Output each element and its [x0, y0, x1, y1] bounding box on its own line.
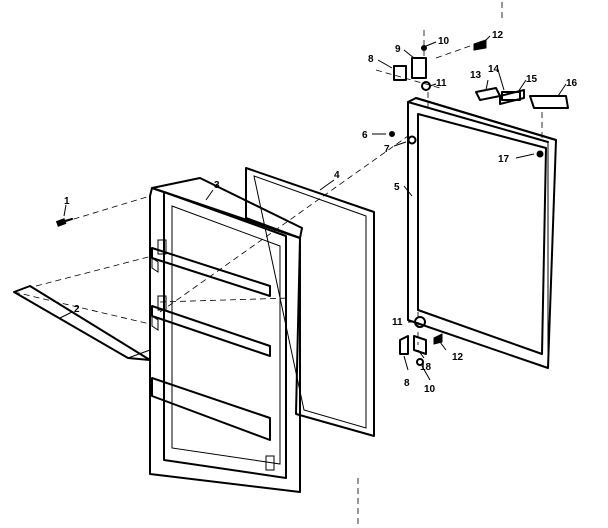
callout-14: 14	[488, 64, 500, 75]
callout-labels: 1 2 3 4 5 6 7 8 8 9 10 10 11 11 12 12 13…	[64, 30, 578, 395]
callout-8-top: 8	[368, 54, 374, 65]
callout-13: 13	[470, 70, 482, 81]
callout-11-top: 11	[436, 78, 447, 89]
part-11-bushing-bottom	[414, 316, 426, 328]
part-9-hinge	[411, 57, 427, 79]
part-16-cap	[529, 95, 569, 109]
callout-11-bottom: 11	[392, 317, 403, 328]
part-10-washer	[421, 45, 427, 51]
part-12-screw	[473, 39, 487, 51]
part-3-door-liner	[149, 177, 303, 493]
callout-18: 18	[420, 362, 432, 373]
callout-9: 9	[395, 44, 401, 55]
part-8-bracket-bottom	[399, 335, 409, 355]
callout-10-bottom: 10	[424, 384, 436, 395]
callout-1: 1	[64, 196, 70, 207]
part-4-gasket	[245, 167, 375, 437]
part-5-outer-door	[407, 97, 557, 369]
part-11-bushing	[421, 81, 431, 91]
callout-5: 5	[394, 182, 400, 193]
top-hinge-assembly	[389, 39, 569, 158]
callout-leaders	[59, 35, 567, 381]
part-15-spacer	[499, 89, 525, 105]
callout-15: 15	[526, 74, 538, 85]
part-6-screw	[389, 131, 395, 137]
callout-16: 16	[566, 78, 578, 89]
part-18-hinge	[413, 335, 427, 355]
callout-2: 2	[74, 304, 80, 315]
callout-17: 17	[498, 154, 510, 165]
callout-8-bottom: 8	[404, 378, 410, 389]
part-12-screw-bottom	[433, 333, 443, 345]
part-13-plate	[475, 87, 501, 101]
part-10-washer-bottom	[416, 358, 424, 366]
callout-6: 6	[362, 130, 368, 141]
part-7-plug	[407, 135, 417, 145]
part-8-hinge-bracket	[393, 65, 407, 81]
part-17-pin	[536, 150, 544, 158]
callout-10-top: 10	[438, 36, 450, 47]
bottom-hinge-assembly	[399, 316, 443, 366]
callout-12-top: 12	[492, 30, 504, 41]
callout-4: 4	[334, 170, 340, 181]
part-1-screw	[55, 218, 73, 227]
assembly-guide-lines	[13, 2, 543, 526]
callout-7: 7	[384, 144, 390, 155]
callout-12-bottom: 12	[452, 352, 464, 363]
callout-3: 3	[214, 180, 220, 191]
